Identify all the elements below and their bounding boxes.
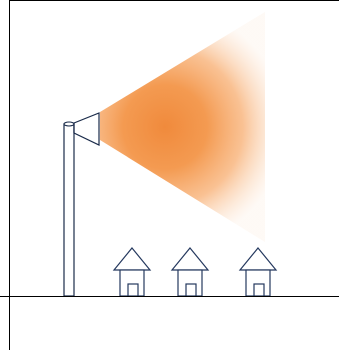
megaphone-icon <box>74 113 99 145</box>
sound-beam-icon <box>100 12 265 242</box>
house-icon <box>114 248 150 296</box>
pole-icon <box>64 124 74 296</box>
house-icon <box>240 248 276 296</box>
pole-cap <box>64 122 74 126</box>
house-icon <box>172 248 208 296</box>
